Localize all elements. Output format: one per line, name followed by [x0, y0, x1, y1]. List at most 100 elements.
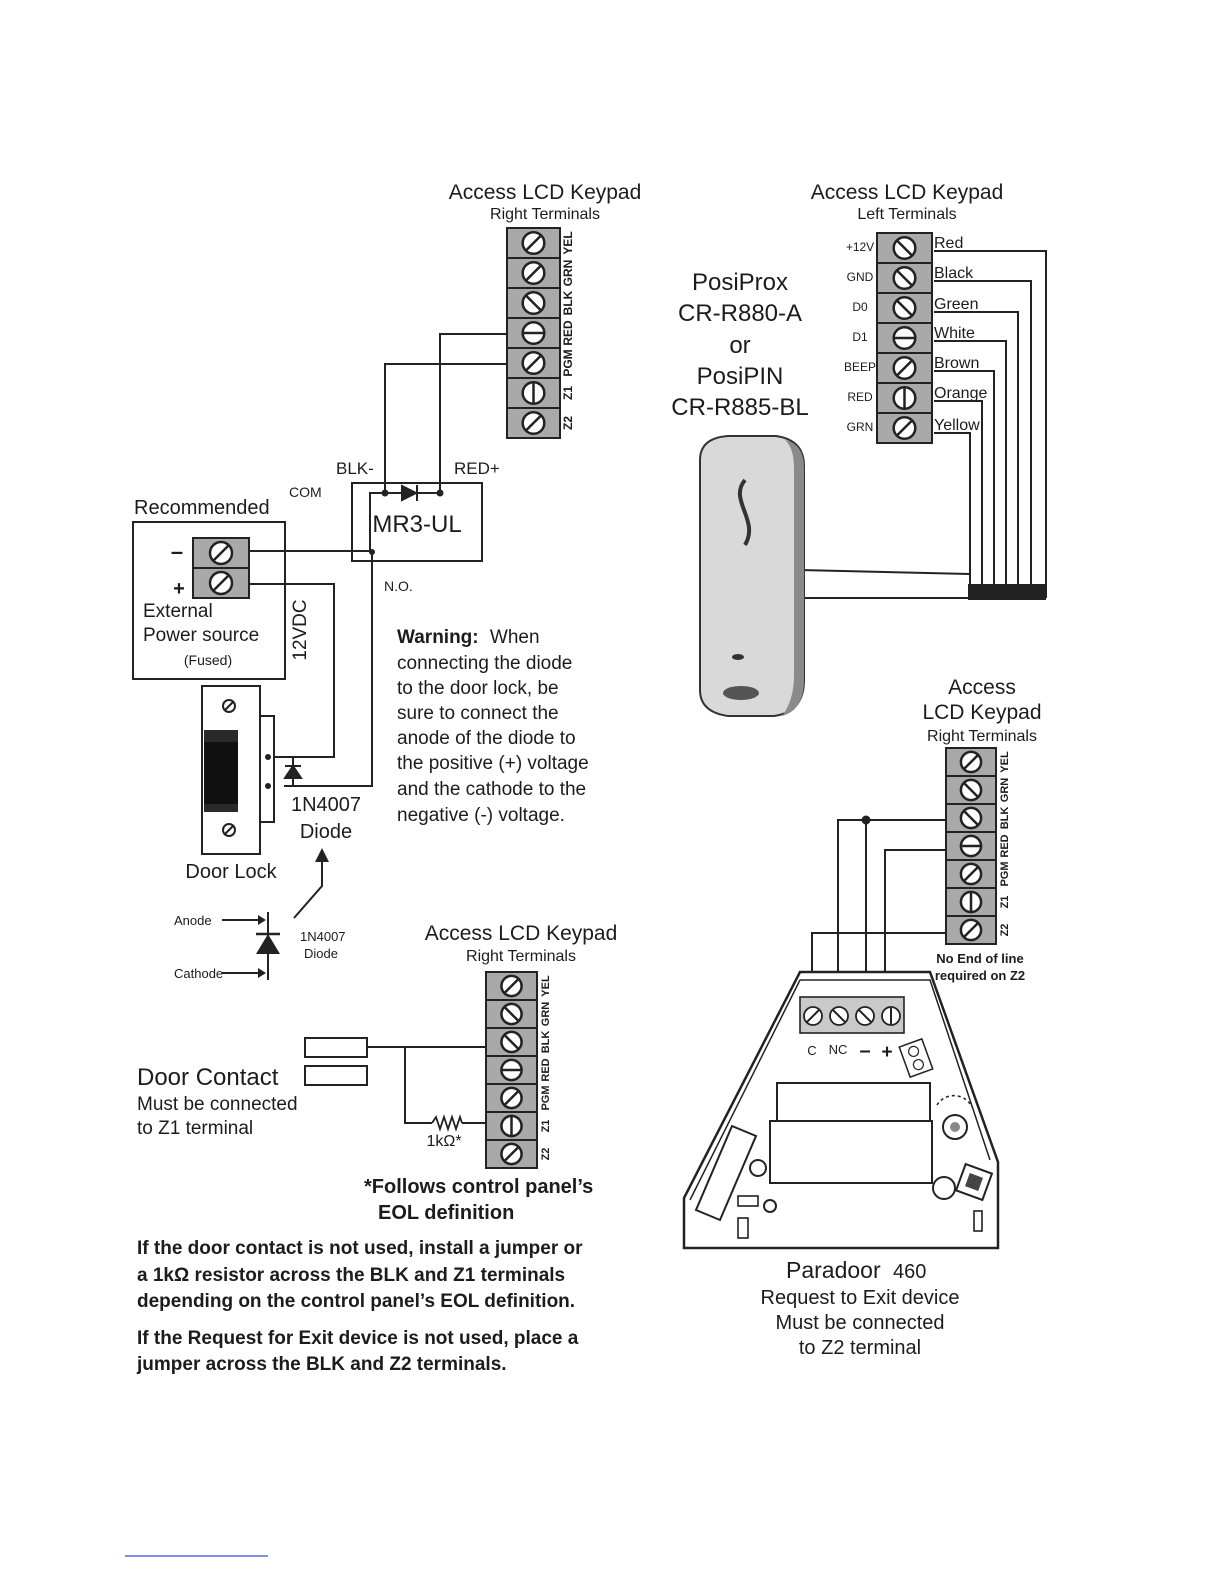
paradoor-term-nc: NC [829, 1042, 848, 1057]
warning-line-2: to the door lock, be [397, 678, 559, 699]
wires-keypad-a-relay [249, 333, 507, 787]
svg-text:Warning: When: Warning: When [397, 627, 540, 648]
eol-note-line-1: *Follows control panel’s [364, 1176, 593, 1198]
lock-diode-line-2: Diode [300, 821, 352, 843]
warning-line-7: negative (-) voltage. [397, 805, 565, 826]
relay-no-label: N.O. [384, 578, 413, 594]
paradoor-device: C NC – + Paradoor 460 Request to Exit de… [682, 970, 1000, 1359]
keypad-d-note-2: required on Z2 [935, 968, 1025, 983]
keypad-c-title: Access LCD Keypad [425, 922, 618, 945]
label-gnd: GND [847, 270, 874, 284]
power-minus: – [171, 539, 183, 564]
terminal-label: Z1 [561, 386, 575, 400]
wire-white-label: White [934, 325, 975, 342]
terminal-label: PGM [540, 1085, 552, 1110]
relay-com-label: COM [289, 484, 322, 500]
power-line-3: (Fused) [184, 652, 232, 668]
note-2-line-1: If the Request for Exit device is not us… [137, 1328, 579, 1349]
resistor-label: 1kΩ* [426, 1133, 461, 1150]
paradoor-model: 460 [893, 1261, 926, 1283]
legend-diode-line-1: 1N4007 [300, 929, 346, 944]
terminal-label: BLK [999, 807, 1011, 830]
terminal-label: GRN [999, 778, 1011, 803]
paradoor-line-3: to Z2 terminal [799, 1337, 921, 1359]
keypad-d-title-2: LCD Keypad [922, 701, 1041, 724]
power-line-1: External [143, 601, 213, 622]
terminal-label: RED [540, 1058, 552, 1081]
keypad-c-subtitle: Right Terminals [466, 948, 576, 965]
wire-red-label: Red [934, 235, 963, 252]
keypad-a-subtitle: Right Terminals [490, 206, 600, 223]
door-contact-line-2: to Z1 terminal [137, 1118, 253, 1139]
terminal-label: Z2 [540, 1148, 552, 1161]
reader-line-3: or [729, 332, 750, 359]
paradoor-term-plus: + [881, 1042, 892, 1063]
keypad-b-subtitle: Left Terminals [857, 206, 956, 223]
note-2-line-2: jumper across the BLK and Z2 terminals. [136, 1354, 507, 1375]
terminal-label: RED [999, 834, 1011, 857]
door-contact-title: Door Contact [137, 1064, 279, 1091]
warning-line-5: the positive (+) voltage [397, 753, 589, 774]
reader-line-4: PosiPIN [697, 363, 784, 390]
terminal-label: GRN [561, 260, 575, 287]
reader-body [699, 435, 805, 717]
wire-brown-label: Brown [934, 355, 979, 372]
wire-orange-label: Orange [934, 385, 987, 402]
paradoor-line-2: Must be connected [776, 1312, 945, 1334]
svg-text:Paradoor 460: Paradoor 460 [786, 1257, 926, 1283]
terminal-label: Z2 [999, 924, 1011, 937]
warning-line-6: and the cathode to the [397, 779, 586, 800]
keypad-d-note-1: No End of line [936, 951, 1023, 966]
notes: If the door contact is not used, install… [136, 1238, 583, 1375]
relay-box [351, 482, 483, 562]
power-box [132, 521, 286, 680]
warning-title: Warning: [397, 627, 479, 648]
label-red: RED [847, 390, 873, 404]
terminal-label: Z1 [540, 1120, 552, 1133]
terminal-label: BLK [561, 290, 575, 315]
relay-name: MR3-UL [372, 511, 461, 538]
power-plus: + [173, 578, 185, 600]
door-contact-line-1: Must be connected [137, 1094, 298, 1115]
keypad-b-title: Access LCD Keypad [811, 181, 1004, 204]
keypad-d-subtitle: Right Terminals [927, 728, 1037, 745]
reader-line-5: CR-R885-BL [671, 394, 808, 421]
diode-legend: Anode Cathode 1N4007 Diode [174, 912, 346, 981]
label-beep: BEEP [844, 360, 876, 374]
relay-mr3-ul: MR3-UL BLK- RED+ COM N.O. [289, 459, 500, 594]
terminal-label: GRN [540, 1002, 552, 1027]
keypad-b-terminal-block [876, 232, 933, 444]
terminal-label: PGM [561, 349, 575, 376]
terminal-label: Z2 [561, 416, 575, 430]
card-reader: PosiProx CR-R880-A or PosiPIN CR-R885-BL [671, 269, 809, 717]
legend-diode-line-2: Diode [304, 946, 338, 961]
note-1-line-2: a 1kΩ resistor across the BLK and Z1 ter… [137, 1265, 565, 1286]
anode-label: Anode [174, 913, 212, 928]
relay-diode [385, 484, 440, 502]
terminal-label: PGM [999, 861, 1011, 886]
door-lock: 1N4007 Diode Door Lock [185, 685, 361, 919]
power-voltage: 12VDC [290, 599, 311, 660]
keypad-c: Access LCD Keypad Right Terminals YELGRN… [425, 922, 618, 1169]
terminal-label: YEL [999, 751, 1011, 773]
wire-black-label: Black [934, 265, 974, 282]
warning-line-3: sure to connect the [397, 703, 559, 724]
eol-note-line-2: EOL definition [378, 1202, 514, 1224]
keypad-d-title-1: Access [948, 676, 1016, 699]
warning-line-1: connecting the diode [397, 653, 572, 674]
label-d1: D1 [852, 330, 868, 344]
wire-yellow-label: Yellow [934, 417, 980, 434]
keypad-b-wire-bundle [799, 250, 1047, 600]
label-12v: +12V [846, 240, 874, 254]
terminal-label: Z1 [999, 896, 1011, 909]
paradoor-screws [803, 1006, 901, 1026]
keypad-d: Access LCD Keypad Right Terminals YEL GRN… [922, 676, 1041, 983]
note-1-line-1: If the door contact is not used, install… [137, 1238, 583, 1259]
power-line-2: Power source [143, 625, 259, 646]
cathode-label: Cathode [174, 966, 223, 981]
warning-line-0: When [490, 627, 540, 648]
paradoor-term-minus: – [859, 1040, 870, 1062]
